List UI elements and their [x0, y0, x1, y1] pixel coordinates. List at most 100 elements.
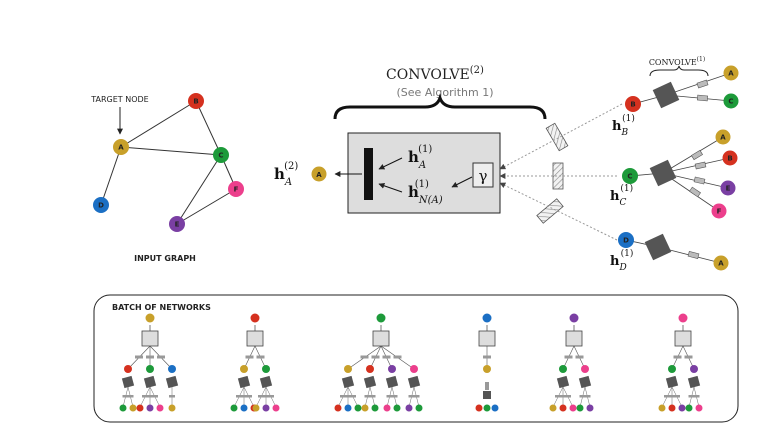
input-node-a-label: A — [118, 144, 124, 152]
neighbor-node-b — [625, 96, 641, 112]
batch-child-node — [559, 365, 567, 373]
input-node-f — [228, 181, 244, 197]
batch-grandchild-node — [586, 404, 594, 412]
batch-panel — [93, 294, 739, 423]
neighbor-child-a — [723, 65, 739, 81]
batch-square — [237, 375, 251, 389]
batch-mini-layer — [246, 395, 252, 398]
batch-grandchild-node — [240, 404, 248, 412]
batch-square — [687, 375, 701, 389]
batch-grandchild-node — [129, 404, 137, 412]
batch-mini-layer — [564, 355, 573, 359]
aggregator-square — [652, 81, 680, 109]
batch-network-f — [658, 313, 703, 412]
input-graph-edges — [100, 100, 237, 225]
batch-mini-layer — [371, 355, 380, 359]
batch-child-node — [668, 365, 676, 373]
batch-square — [341, 375, 355, 389]
batch-root-box — [141, 330, 159, 347]
batch-root-node-c — [376, 313, 386, 323]
batch-mini-layer — [555, 395, 561, 398]
batch-mini-layer — [127, 395, 134, 398]
input-node-e — [169, 216, 185, 232]
batch-mini-layer — [393, 355, 402, 359]
batch-mini-layer — [575, 355, 584, 359]
batch-mini-layer — [263, 395, 269, 398]
batch-mini-layer — [122, 395, 129, 398]
batch-child-node — [366, 365, 374, 373]
mini-layer — [694, 161, 707, 170]
h-c-1-label: hC(1) — [610, 183, 633, 208]
batch-grandchild-node — [695, 404, 703, 412]
batch-mini-layer — [350, 395, 356, 398]
mini-layer — [696, 94, 709, 102]
batch-mini-layer — [565, 395, 571, 398]
batch-square — [363, 375, 377, 389]
batch-root-node-e — [569, 313, 579, 323]
batch-mini-layer — [693, 395, 700, 398]
batch-grandchild-node — [168, 404, 176, 412]
input-node-f-label: F — [234, 186, 239, 194]
batch-grandchild-node — [475, 404, 483, 412]
batch-square — [385, 375, 399, 389]
neighbor-node-d-label: D — [623, 237, 629, 245]
neighbor-child-a-label: A — [718, 260, 724, 268]
batch-square — [259, 375, 273, 389]
batch-grandchild-node — [405, 404, 413, 412]
batch-grandchild-node — [668, 404, 676, 412]
batch-child-node — [388, 365, 396, 373]
edge-B-C — [195, 100, 222, 156]
batch-mini-layer — [684, 355, 693, 359]
input-node-a — [113, 139, 129, 155]
batch-mini-layer — [364, 395, 371, 398]
neighbor-node-d — [618, 232, 634, 248]
batch-child-node — [690, 365, 698, 373]
neighbor-transform-layers — [499, 103, 623, 241]
gamma-box — [472, 162, 494, 188]
batch-grandchild-node — [685, 404, 693, 412]
batch-grandchild-node — [230, 404, 238, 412]
batch-child-node — [240, 365, 248, 373]
neighbor-child-b-label: B — [727, 155, 732, 163]
batch-mini-layer — [241, 395, 247, 398]
batch-grandchild-node — [491, 404, 499, 412]
neighbor-child-e — [720, 180, 736, 196]
batch-square — [578, 375, 592, 389]
batch-root-box — [674, 330, 692, 347]
h-na-arrow — [378, 182, 403, 193]
output-node-a-label: A — [316, 171, 322, 179]
neighbor-node-c-label: C — [627, 173, 632, 181]
batch-mini-layer — [560, 395, 566, 398]
batch-child-node — [124, 365, 132, 373]
batch-root-node-f — [678, 313, 688, 323]
batch-mini-layer — [369, 395, 376, 398]
batch-grandchild-node — [156, 404, 164, 412]
batch-child-node — [410, 365, 418, 373]
batch-grandchild-node — [569, 404, 577, 412]
batch-mini-layer — [674, 395, 680, 398]
batch-mini-layer — [236, 395, 242, 398]
batch-grandchild-node — [361, 404, 369, 412]
batch-mini-layer — [584, 395, 591, 398]
mini-layer — [696, 79, 709, 89]
batch-grandchild-node — [576, 404, 584, 412]
mini-layer — [689, 186, 701, 198]
batch-child-node — [483, 365, 491, 373]
edge-E-F — [176, 188, 237, 225]
input-graph-caption: INPUT GRAPH — [134, 254, 196, 263]
batch-root-box — [565, 330, 583, 347]
hatched-layer-c — [552, 162, 564, 190]
batch-network-a — [119, 313, 179, 412]
batch-mini-layer — [485, 382, 489, 390]
batch-root-box — [246, 330, 264, 347]
hatched-layer-d — [536, 198, 564, 224]
mini-layer — [693, 176, 706, 185]
batch-grandchild-node — [393, 404, 401, 412]
batch-mini-layer — [408, 395, 415, 398]
batch-mini-layer — [673, 355, 682, 359]
aggregation-bar — [364, 148, 373, 200]
